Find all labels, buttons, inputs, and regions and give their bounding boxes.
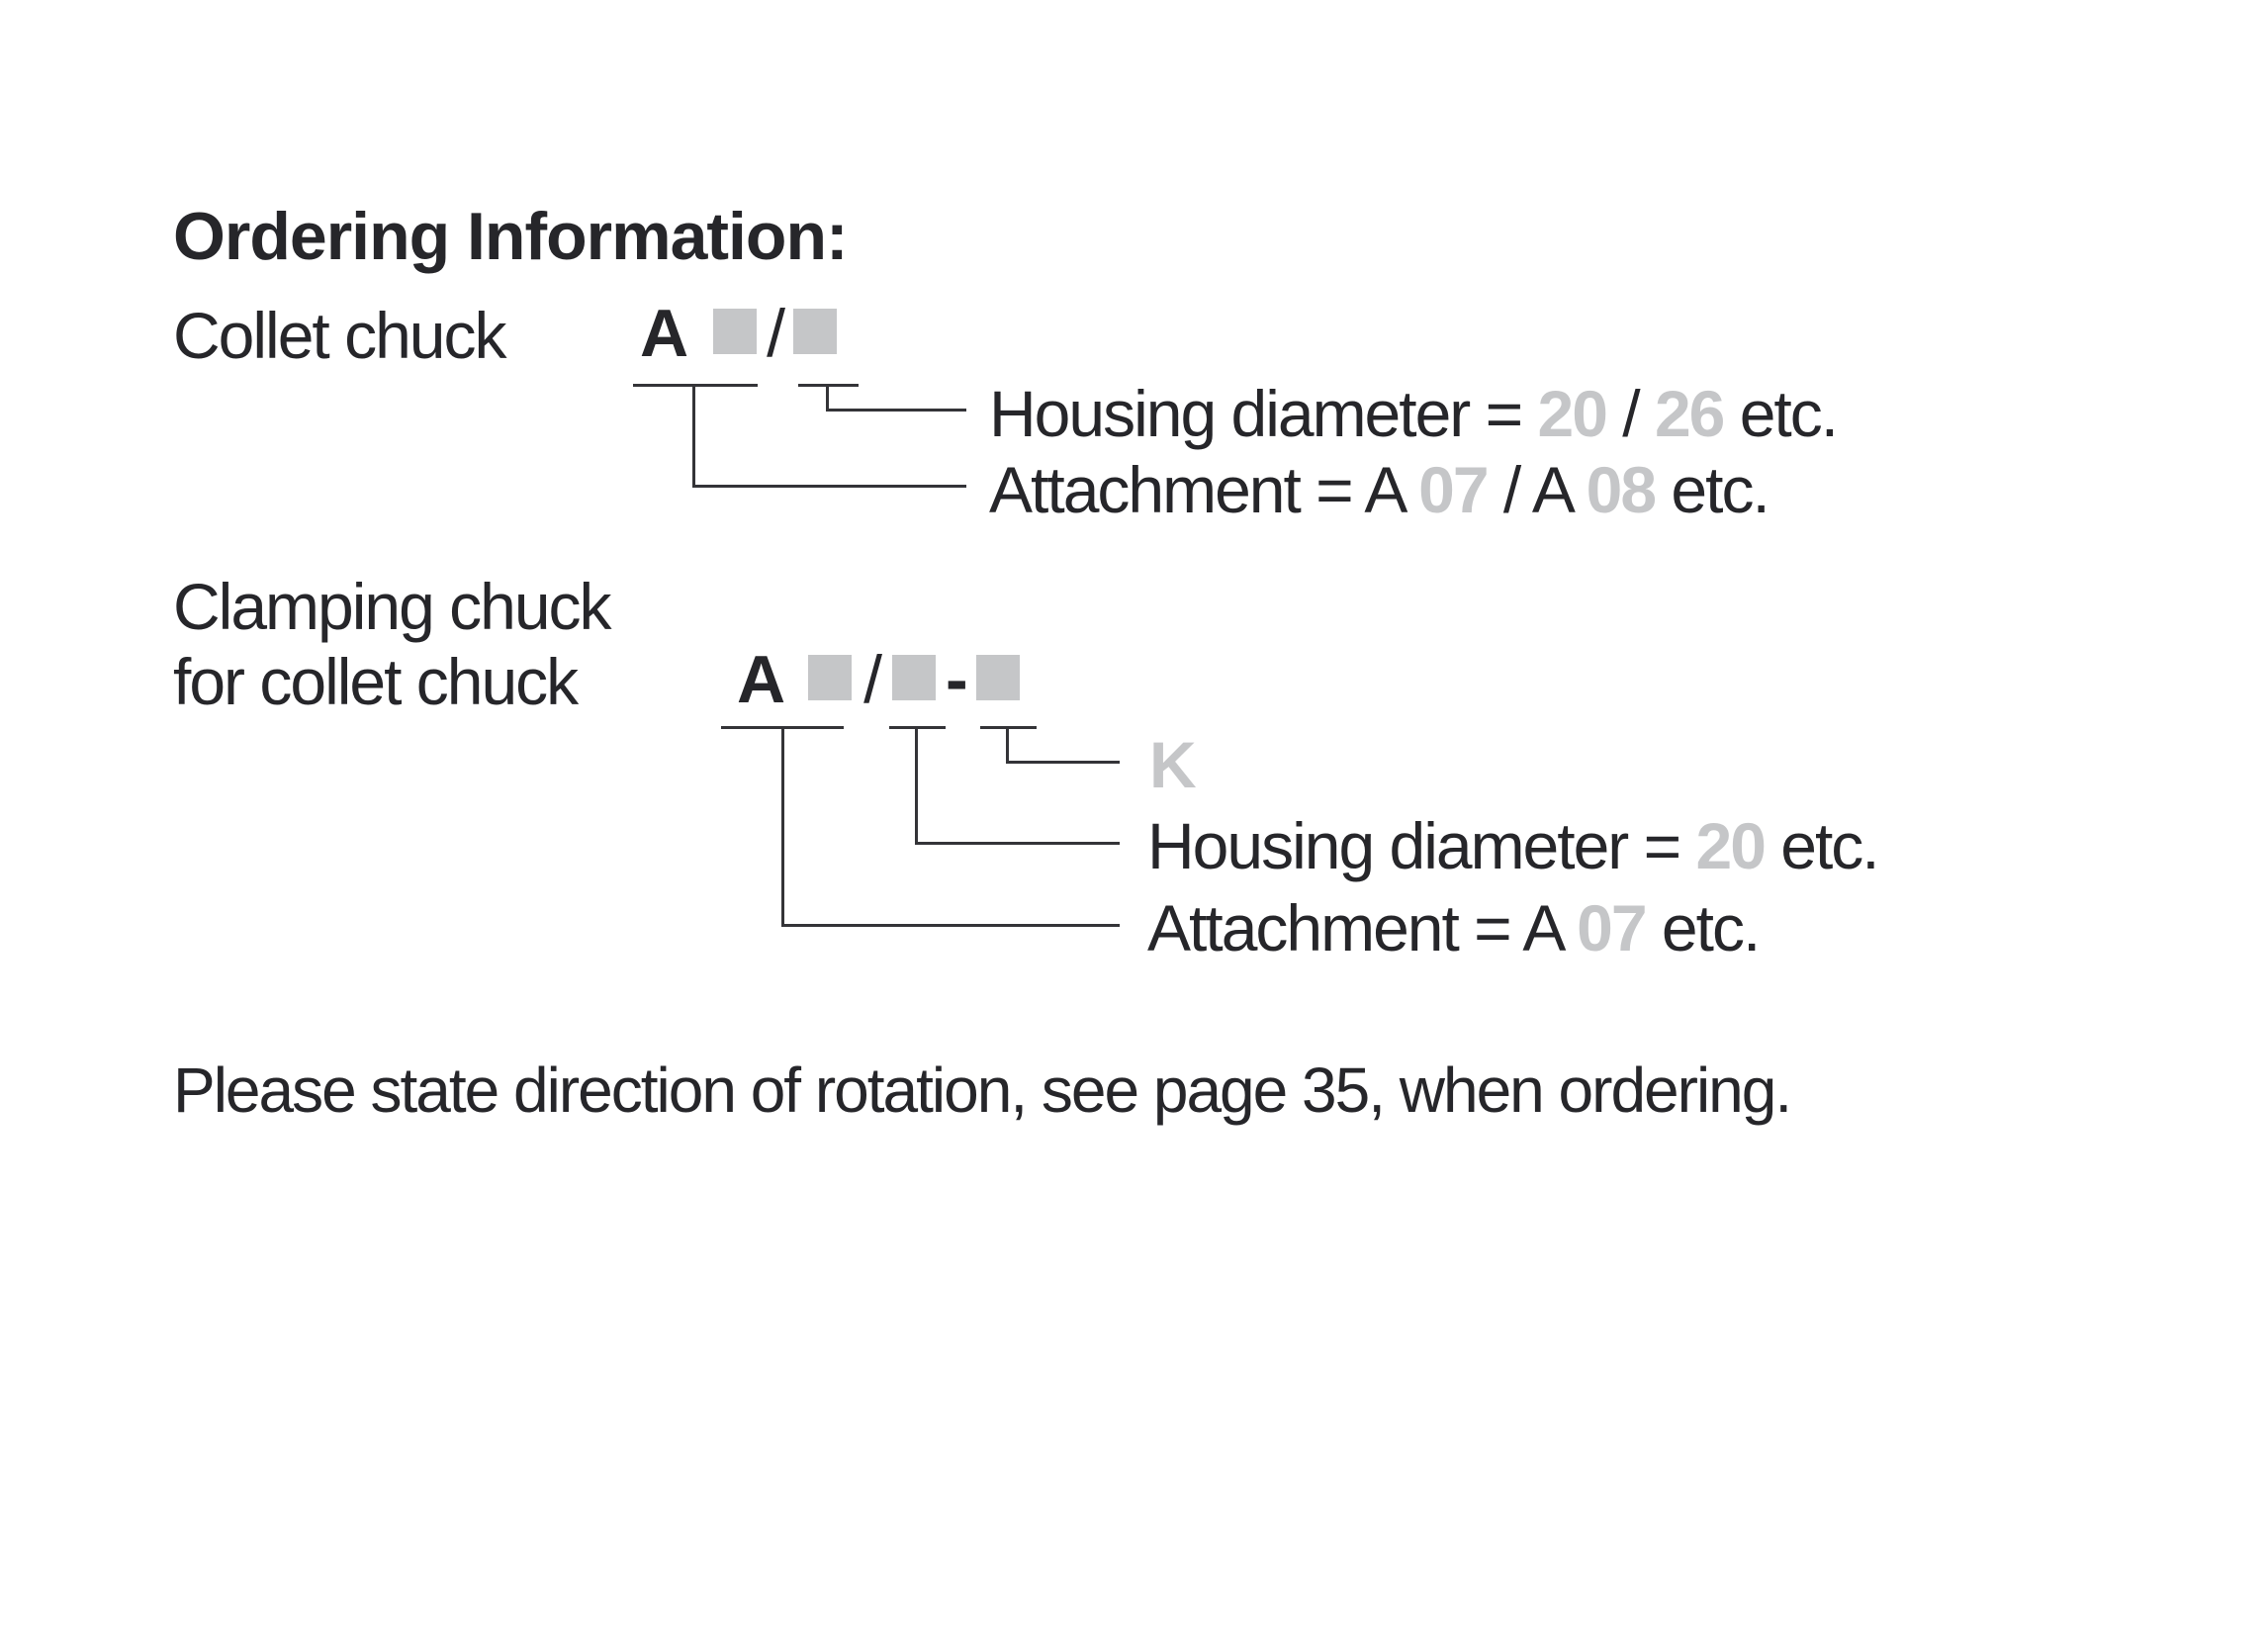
code-dash: - [946, 642, 968, 717]
connector-run-attachment [781, 924, 1120, 927]
label-suffix: etc. [1645, 891, 1761, 964]
code-prefix: A [737, 642, 785, 717]
label-text: Attachment = A [1147, 891, 1578, 964]
attachment-label: Attachment = A 07 / A 08 etc. [989, 457, 1770, 522]
clamping-chuck-code: A/- [737, 646, 1020, 713]
code-prefix: A [640, 296, 688, 371]
placeholder-box-housing [892, 655, 937, 700]
connector-drop-attachment [781, 726, 784, 927]
k-option-label: K [1149, 728, 1197, 801]
connector-drop-housing [826, 384, 829, 412]
label-suffix: etc. [1655, 453, 1769, 526]
clamping-chuck-label-line2: for collet chuck [173, 645, 579, 718]
label-suffix: etc. [1723, 377, 1839, 450]
housing-value-1: 20 [1537, 377, 1608, 450]
code-slash: / [863, 642, 882, 717]
connector-drop-k [1006, 726, 1009, 764]
collet-chuck-label: Collet chuck [173, 299, 506, 372]
code-slash: / [767, 296, 785, 371]
attachment-value-1: 07 [1418, 453, 1489, 526]
collet-chuck-code: A/ [640, 300, 838, 367]
label-suffix: etc. [1764, 809, 1879, 882]
label-text: Housing diameter = [1147, 809, 1696, 882]
placeholder-box-attachment [808, 655, 853, 700]
housing-diameter-label: Housing diameter = 20 etc. [1147, 813, 1880, 878]
footer-note: Please state direction of rotation, see … [173, 1054, 1792, 1126]
housing-value-2: 26 [1654, 377, 1725, 450]
housing-diameter-label: Housing diameter = 20 / 26 etc. [989, 381, 1839, 446]
clamping-chuck-label-line1: Clamping chuck [173, 570, 612, 643]
label-text: Attachment = A [989, 453, 1419, 526]
connector-tick-attachment [633, 384, 758, 387]
connector-run-attachment [692, 485, 966, 488]
connector-drop-attachment [692, 384, 695, 488]
label-separator: / [1605, 377, 1655, 450]
placeholder-box-housing [793, 309, 838, 354]
attachment-value-2: 08 [1586, 453, 1657, 526]
attachment-label: Attachment = A 07 etc. [1147, 895, 1761, 961]
label-separator: / A [1487, 453, 1587, 526]
page-title: Ordering Information: [173, 199, 849, 274]
placeholder-box-k [975, 655, 1020, 700]
housing-value-1: 20 [1695, 809, 1767, 882]
connector-run-housing [915, 842, 1120, 845]
label-text: Housing diameter = [989, 377, 1538, 450]
placeholder-box-attachment [713, 309, 758, 354]
connector-run-k [1006, 761, 1120, 764]
attachment-value-1: 07 [1577, 891, 1647, 964]
connector-run-housing [826, 409, 966, 412]
connector-drop-housing [915, 726, 918, 845]
